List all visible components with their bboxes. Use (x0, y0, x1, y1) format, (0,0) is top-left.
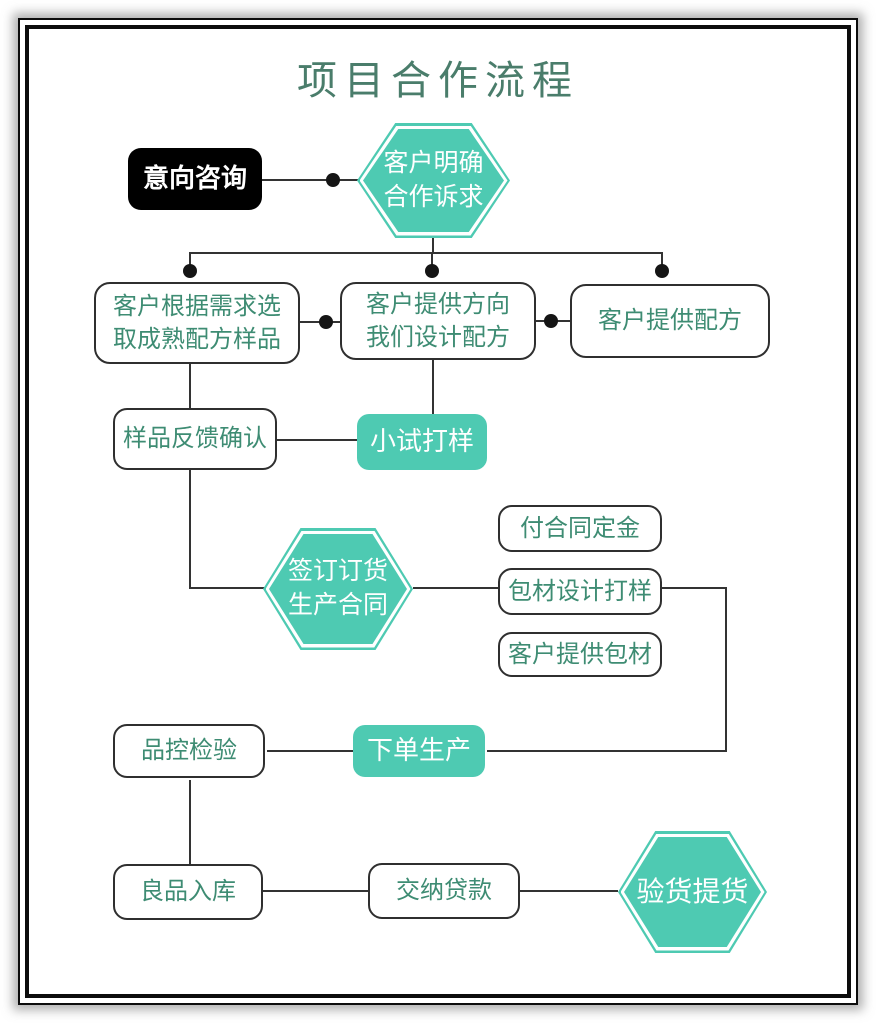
hexagon-shape (363, 129, 504, 232)
node-sample-feedback-confirm: 样品反馈确认 (113, 408, 277, 470)
page-title: 项目合作流程 (297, 58, 579, 103)
connector-line (520, 890, 618, 892)
node-label-line: 合作诉求 (383, 182, 484, 211)
connector-dot (544, 314, 558, 328)
node-intent-consult: 意向咨询 (128, 148, 262, 210)
connector-line (487, 750, 727, 752)
node-label-line: 我们设计配方 (366, 324, 510, 351)
node-label-line: 取成熟配方样品 (113, 326, 281, 353)
frame-border-inner (25, 25, 851, 998)
connector-line (189, 252, 191, 266)
connector-line (267, 750, 355, 752)
node-pay-contract-deposit: 付合同定金 (498, 505, 662, 552)
node-label: 样品反馈确认 (123, 425, 267, 453)
connector-dot (655, 264, 669, 278)
node-label-line: 客户根据需求选 (113, 292, 281, 320)
node-label-line: 签订订货 (287, 557, 388, 586)
node-trial-sampling: 小试打样 (357, 414, 487, 470)
node-qc-inspection: 品控检验 (113, 724, 265, 778)
node-hex-inspect-and-pickup: 验货提货 (618, 831, 767, 953)
connector-dot (425, 264, 439, 278)
connector-dot (183, 264, 197, 278)
node-label: 意向咨询 (142, 163, 247, 194)
node-label: 客户明确 合作诉求 (357, 123, 510, 238)
connector-line (189, 470, 191, 589)
node-label: 下单生产 (366, 735, 471, 766)
node-label: 客户提供配方 (598, 307, 742, 335)
node-label-line: 客户明确 (383, 148, 484, 177)
connector-line (725, 587, 727, 752)
node-customer-provides-packaging: 客户提供包材 (498, 632, 662, 677)
node-label: 签订订货 生产合同 (263, 528, 413, 650)
connector-line (431, 252, 433, 266)
node-hex-customer-clarify-demand: 客户明确 合作诉求 (357, 123, 510, 238)
connector-line (432, 238, 434, 253)
node-label: 验货提货 (618, 831, 767, 953)
node-label: 付合同定金 (520, 514, 640, 542)
node-hex-sign-production-contract: 签订订货 生产合同 (263, 528, 413, 650)
connector-line (189, 587, 265, 589)
node-good-products-warehousing: 良品入库 (113, 864, 263, 920)
connector-line (432, 360, 434, 414)
node-pay-for-goods: 交纳贷款 (368, 863, 520, 919)
node-label: 品控检验 (141, 737, 237, 765)
node-customer-gives-direction: 客户提供方向 我们设计配方 (340, 282, 536, 360)
node-label-line: 生产合同 (287, 591, 388, 619)
node-packaging-design-sampling: 包材设计打样 (498, 568, 662, 615)
node-label: 客户提供包材 (508, 640, 652, 668)
node-label: 小试打样 (369, 426, 474, 457)
connector-dot (326, 173, 340, 187)
node-label: 交纳贷款 (396, 877, 492, 905)
connector-line (189, 364, 191, 408)
node-label: 包材设计打样 (508, 577, 652, 605)
connector-line (263, 890, 368, 892)
connector-line (277, 439, 357, 441)
node-label: 良品入库 (140, 878, 236, 906)
node-label-line: 验货提货 (636, 876, 749, 908)
connector-line (189, 252, 663, 254)
connector-line (262, 179, 360, 181)
connector-dot (319, 315, 333, 329)
node-customer-provides-formula: 客户提供配方 (570, 284, 770, 358)
connector-line (661, 252, 663, 266)
node-select-mature-formula-sample: 客户根据需求选 取成熟配方样品 (94, 282, 300, 364)
frame-border-outer (18, 18, 858, 1005)
connector-line (189, 780, 191, 864)
node-label-line: 客户提供方向 (366, 290, 510, 318)
node-place-production-order: 下单生产 (353, 725, 485, 777)
